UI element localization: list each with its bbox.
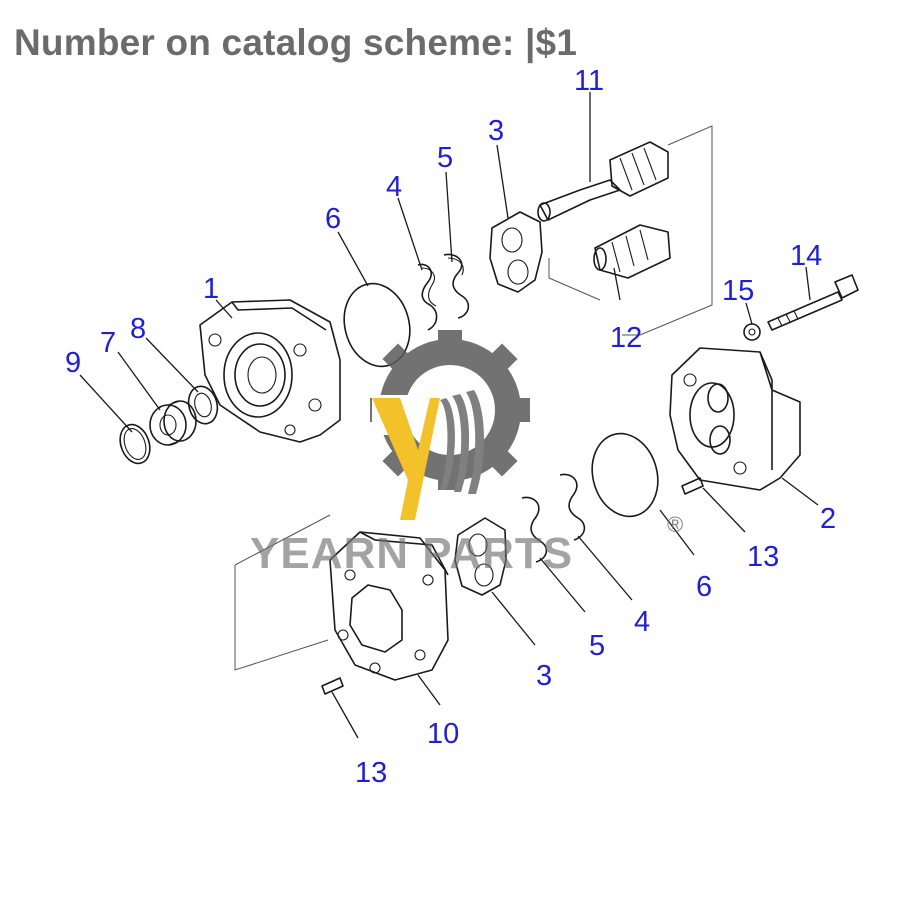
- part-11-drive-shaft: [537, 141, 669, 222]
- callout-4-lower: 4: [634, 606, 650, 638]
- part-15-washer: [743, 323, 761, 341]
- watermark-logo: YEARN PARTS ®: [250, 330, 683, 578]
- part-9-snap-ring: [119, 423, 151, 465]
- callout-3-upper: 3: [488, 115, 504, 147]
- callout-13-left: 13: [355, 757, 387, 789]
- callout-14: 14: [790, 240, 822, 272]
- part-2-rear-housing: [669, 347, 801, 491]
- callout-15: 15: [722, 275, 754, 307]
- part-6-gasket-lower: [591, 432, 659, 518]
- part-4-seal-lower: [559, 473, 586, 541]
- part-1-front-cover: [199, 299, 341, 443]
- part-3-plate-lower: [454, 517, 507, 596]
- callout-11: 11: [574, 65, 604, 97]
- callout-8: 8: [130, 313, 146, 345]
- part-14-bolt: [767, 274, 859, 331]
- part-5-seal-lower: [521, 496, 548, 563]
- grey-stripes: [440, 390, 485, 494]
- callout-7: 7: [100, 327, 116, 359]
- part-8-washer: [187, 385, 219, 425]
- page-title: Number on catalog scheme: |$1: [14, 22, 578, 63]
- callout-3-lower: 3: [536, 660, 552, 692]
- part-10-gear-body: [329, 531, 449, 681]
- registered-mark: ®: [667, 512, 683, 537]
- part-12-driven-gear: [593, 224, 671, 279]
- callout-10: 10: [427, 718, 459, 750]
- watermark-brand: YEARN PARTS: [250, 529, 573, 578]
- callout-5-upper: 5: [437, 142, 453, 174]
- part-7-bearing: [149, 400, 197, 446]
- part-13-dowel-left: [321, 677, 344, 695]
- callout-2: 2: [820, 503, 836, 535]
- frame-lines: [234, 125, 713, 671]
- part-4-seal-upper: [417, 263, 438, 331]
- part-13-dowel-right: [681, 477, 704, 495]
- leader-lines: [79, 92, 819, 739]
- callout-9: 9: [65, 347, 81, 379]
- part-3-plate-upper: [489, 211, 543, 293]
- yellow-y-mark: [372, 398, 440, 520]
- part-5-seal-upper: [443, 253, 470, 319]
- callout-6-upper: 6: [325, 203, 341, 235]
- callout-4-upper: 4: [386, 171, 402, 203]
- part-6-gasket-upper: [343, 282, 411, 368]
- callout-12: 12: [610, 322, 642, 354]
- callout-numbers: 1 2 3 3 4 4 5 5 6 6 7 8 9 10 11 12 13 13…: [65, 65, 836, 789]
- callout-5-lower: 5: [589, 630, 605, 662]
- callout-1: 1: [203, 273, 219, 305]
- callout-13-right: 13: [747, 541, 779, 573]
- callout-6-lower: 6: [696, 571, 712, 603]
